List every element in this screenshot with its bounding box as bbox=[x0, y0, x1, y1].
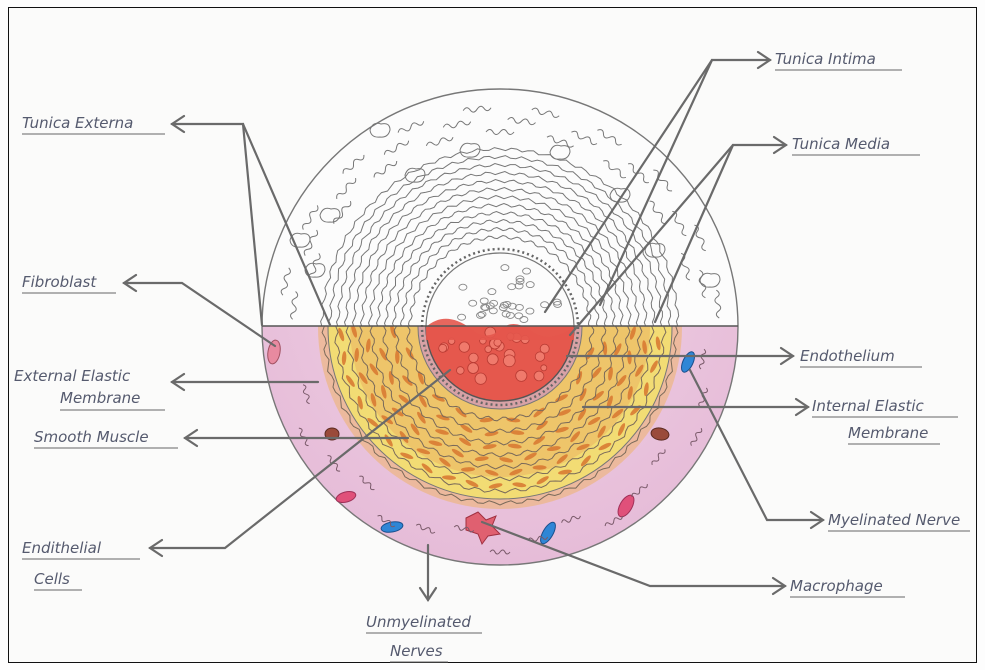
label-endothelium: Endothelium bbox=[800, 347, 895, 365]
blood-cell bbox=[468, 363, 479, 374]
label-smooth-muscle: Smooth Muscle bbox=[34, 428, 149, 446]
leader-externa-a bbox=[172, 124, 262, 325]
label-fibroblast: Fibroblast bbox=[22, 273, 97, 291]
blood-cell bbox=[494, 339, 501, 346]
label-nerves: Nerves bbox=[390, 642, 443, 660]
label-external-elastic: External Elastic bbox=[14, 367, 131, 385]
label-cells: Cells bbox=[34, 570, 70, 588]
label-internal-elastic-membrane: Membrane bbox=[848, 424, 928, 442]
label-macrophage: Macrophage bbox=[790, 577, 883, 595]
blood-cell bbox=[534, 371, 544, 381]
blood-cell bbox=[457, 367, 465, 375]
leader-fibroblast bbox=[124, 283, 275, 346]
label-tunica-externa: Tunica Externa bbox=[22, 114, 133, 132]
label-unmyelinated: Unmyelinated bbox=[366, 613, 471, 631]
blood-cell bbox=[535, 352, 544, 361]
blood-cell bbox=[469, 353, 478, 362]
label-tunica-media: Tunica Media bbox=[792, 135, 890, 153]
blood-cell bbox=[487, 354, 498, 365]
blood-cell bbox=[439, 344, 447, 352]
blood-cell bbox=[503, 355, 515, 367]
label-tunica-intima: Tunica Intima bbox=[775, 50, 876, 68]
blood-cell bbox=[516, 370, 527, 381]
blood-cell bbox=[485, 346, 492, 353]
label-internal-elastic: Internal Elastic bbox=[812, 397, 925, 415]
blood-cell bbox=[459, 342, 469, 352]
blood-cell bbox=[541, 365, 547, 371]
label-external-elastic-membrane: Membrane bbox=[60, 389, 140, 407]
label-myelinated-nerve: Myelinated Nerve bbox=[828, 511, 960, 529]
blood-cell bbox=[475, 373, 486, 384]
label-endithelial: Endithelial bbox=[22, 539, 102, 557]
